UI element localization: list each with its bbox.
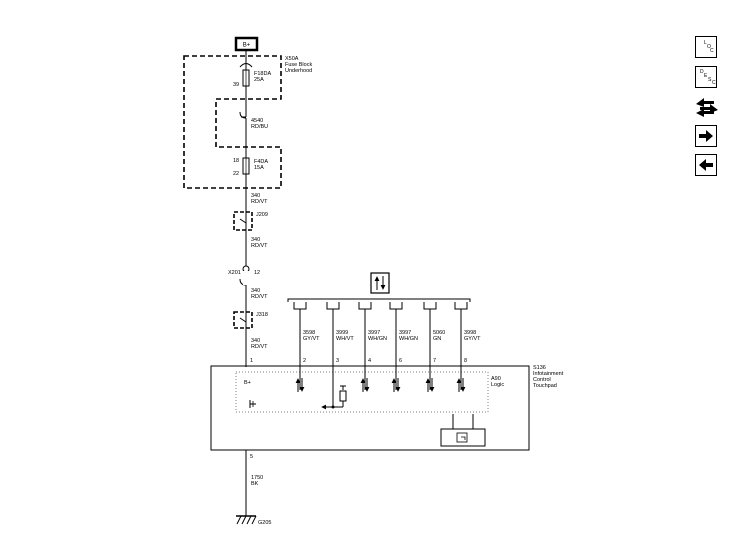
describe-button[interactable]: D E S C	[695, 66, 717, 88]
swap-arrows-icon	[696, 98, 718, 117]
locate-letter-o: O	[707, 44, 711, 50]
module-pin-ground: 5	[250, 454, 253, 460]
connector-x201-id: X201	[228, 270, 241, 276]
module-wire-3[interactable]	[358, 302, 372, 392]
previous-button[interactable]	[695, 154, 717, 176]
module-wire-5-number: 5060	[433, 330, 445, 336]
module-wire-5-pin: 7	[433, 358, 436, 364]
module-wire-3-number: 3997	[368, 330, 380, 336]
display-icon	[440, 428, 486, 447]
internal-resistor	[321, 385, 347, 410]
connector-x201[interactable]	[239, 265, 250, 286]
fuse2-rating: 15A	[254, 165, 264, 171]
module-wire-2-pin: 3	[336, 358, 339, 364]
arrow-left-icon	[699, 159, 713, 171]
wire-340-b-number: 340	[251, 237, 260, 243]
ground-g205-icon[interactable]	[236, 515, 257, 525]
module-wire-4[interactable]	[389, 302, 403, 392]
logic-box	[235, 371, 489, 413]
fuse-f18da[interactable]	[242, 69, 250, 87]
module-wire-1[interactable]	[293, 302, 307, 392]
splice-j209-label: J209	[256, 212, 268, 218]
module-name-2: Control	[533, 377, 551, 383]
module-pin-power: 1	[250, 358, 253, 364]
describe-letter-s: S	[708, 77, 712, 83]
fuse-block-name-1: Fuse Block	[285, 62, 312, 68]
module-wire-5[interactable]	[423, 302, 437, 392]
serial-data-bracket	[287, 298, 471, 302]
describe-letter-e: E	[704, 73, 708, 79]
describe-letter-d: D	[700, 69, 704, 75]
logic-id: A90	[491, 376, 501, 382]
wire-4540-color: RD/BU	[251, 124, 268, 130]
module-wire-1-pin: 2	[303, 358, 306, 364]
fuse-block-outline	[183, 55, 282, 189]
module-wire-3-pin: 4	[368, 358, 371, 364]
module-id: S136	[533, 365, 546, 371]
module-wire-2[interactable]	[326, 302, 340, 407]
ground-wire-number: 1750	[251, 475, 263, 481]
power-source[interactable]: B+	[234, 36, 259, 52]
wire-340-a-color: RD/VT	[251, 199, 268, 205]
fuse2-pin-bottom: 22	[233, 171, 239, 177]
module-wire-4-number: 3997	[399, 330, 411, 336]
module-outline	[210, 365, 530, 451]
wire-4540-number: 4540	[251, 118, 263, 124]
fuse-f4da[interactable]	[242, 157, 250, 175]
module-wire-columns: 3598GY/VT23999WH/VT33997WH/GN43997WH/GN6…	[293, 302, 481, 407]
fuse-block-id: X50A	[285, 56, 299, 62]
locate-letter-c: C	[710, 48, 714, 54]
fuse1-pin: 39	[233, 82, 239, 88]
wire-340-d-color: RD/VT	[251, 344, 268, 350]
wire-340-c-number: 340	[251, 288, 260, 294]
connector-x201-pin: 12	[254, 270, 260, 276]
serial-data-symbol[interactable]	[370, 272, 390, 294]
next-button[interactable]	[695, 125, 717, 147]
internal-ground-icon	[249, 400, 256, 408]
swap-arrows-button[interactable]	[694, 95, 720, 119]
module-wire-1-color: GY/VT	[303, 336, 320, 342]
module-bplus-label: B+	[244, 380, 251, 386]
wire-340-c-color: RD/VT	[251, 294, 268, 300]
locate-letter-l: L	[704, 40, 707, 46]
wire-340-a-number: 340	[251, 193, 260, 199]
ground-wire-color: BK	[251, 481, 259, 487]
fuse1-name: F18DA	[254, 71, 271, 77]
module-wire-4-color: WH/GN	[399, 336, 418, 342]
splice-j318[interactable]	[233, 311, 253, 329]
module-wire-3-color: WH/GN	[368, 336, 387, 342]
fuse2-name: F4DA	[254, 159, 268, 165]
fuse2-pin-top: 18	[233, 158, 239, 164]
logic-label: Logic	[491, 382, 504, 388]
fuse-block-name-2: Underhood	[285, 68, 312, 74]
module-wire-4-pin: 6	[399, 358, 402, 364]
module-wire-6[interactable]	[454, 302, 468, 392]
module-name-1: Infotainment	[533, 371, 564, 377]
module-name-3: Touchpad	[533, 383, 557, 389]
power-label: B+	[243, 43, 251, 49]
ground-label: G205	[258, 520, 271, 526]
module-wire-6-number: 3998	[464, 330, 476, 336]
fuse1-rating: 25A	[254, 77, 264, 83]
wire-340-b-color: RD/VT	[251, 243, 268, 249]
locate-button[interactable]: L O C	[695, 36, 717, 58]
wire-340-d-number: 340	[251, 338, 260, 344]
module-wire-2-color: WH/VT	[336, 336, 354, 342]
describe-letter-c: C	[712, 80, 716, 86]
module-wire-6-pin: 8	[464, 358, 467, 364]
arrow-right-icon	[699, 130, 713, 142]
module-wire-2-number: 3999	[336, 330, 348, 336]
module-wire-6-color: GY/VT	[464, 336, 481, 342]
splice-j209[interactable]	[233, 211, 253, 231]
splice-j318-label: J318	[256, 312, 268, 318]
module-wire-1-number: 3598	[303, 330, 315, 336]
module-wire-5-color: GN	[433, 336, 441, 342]
